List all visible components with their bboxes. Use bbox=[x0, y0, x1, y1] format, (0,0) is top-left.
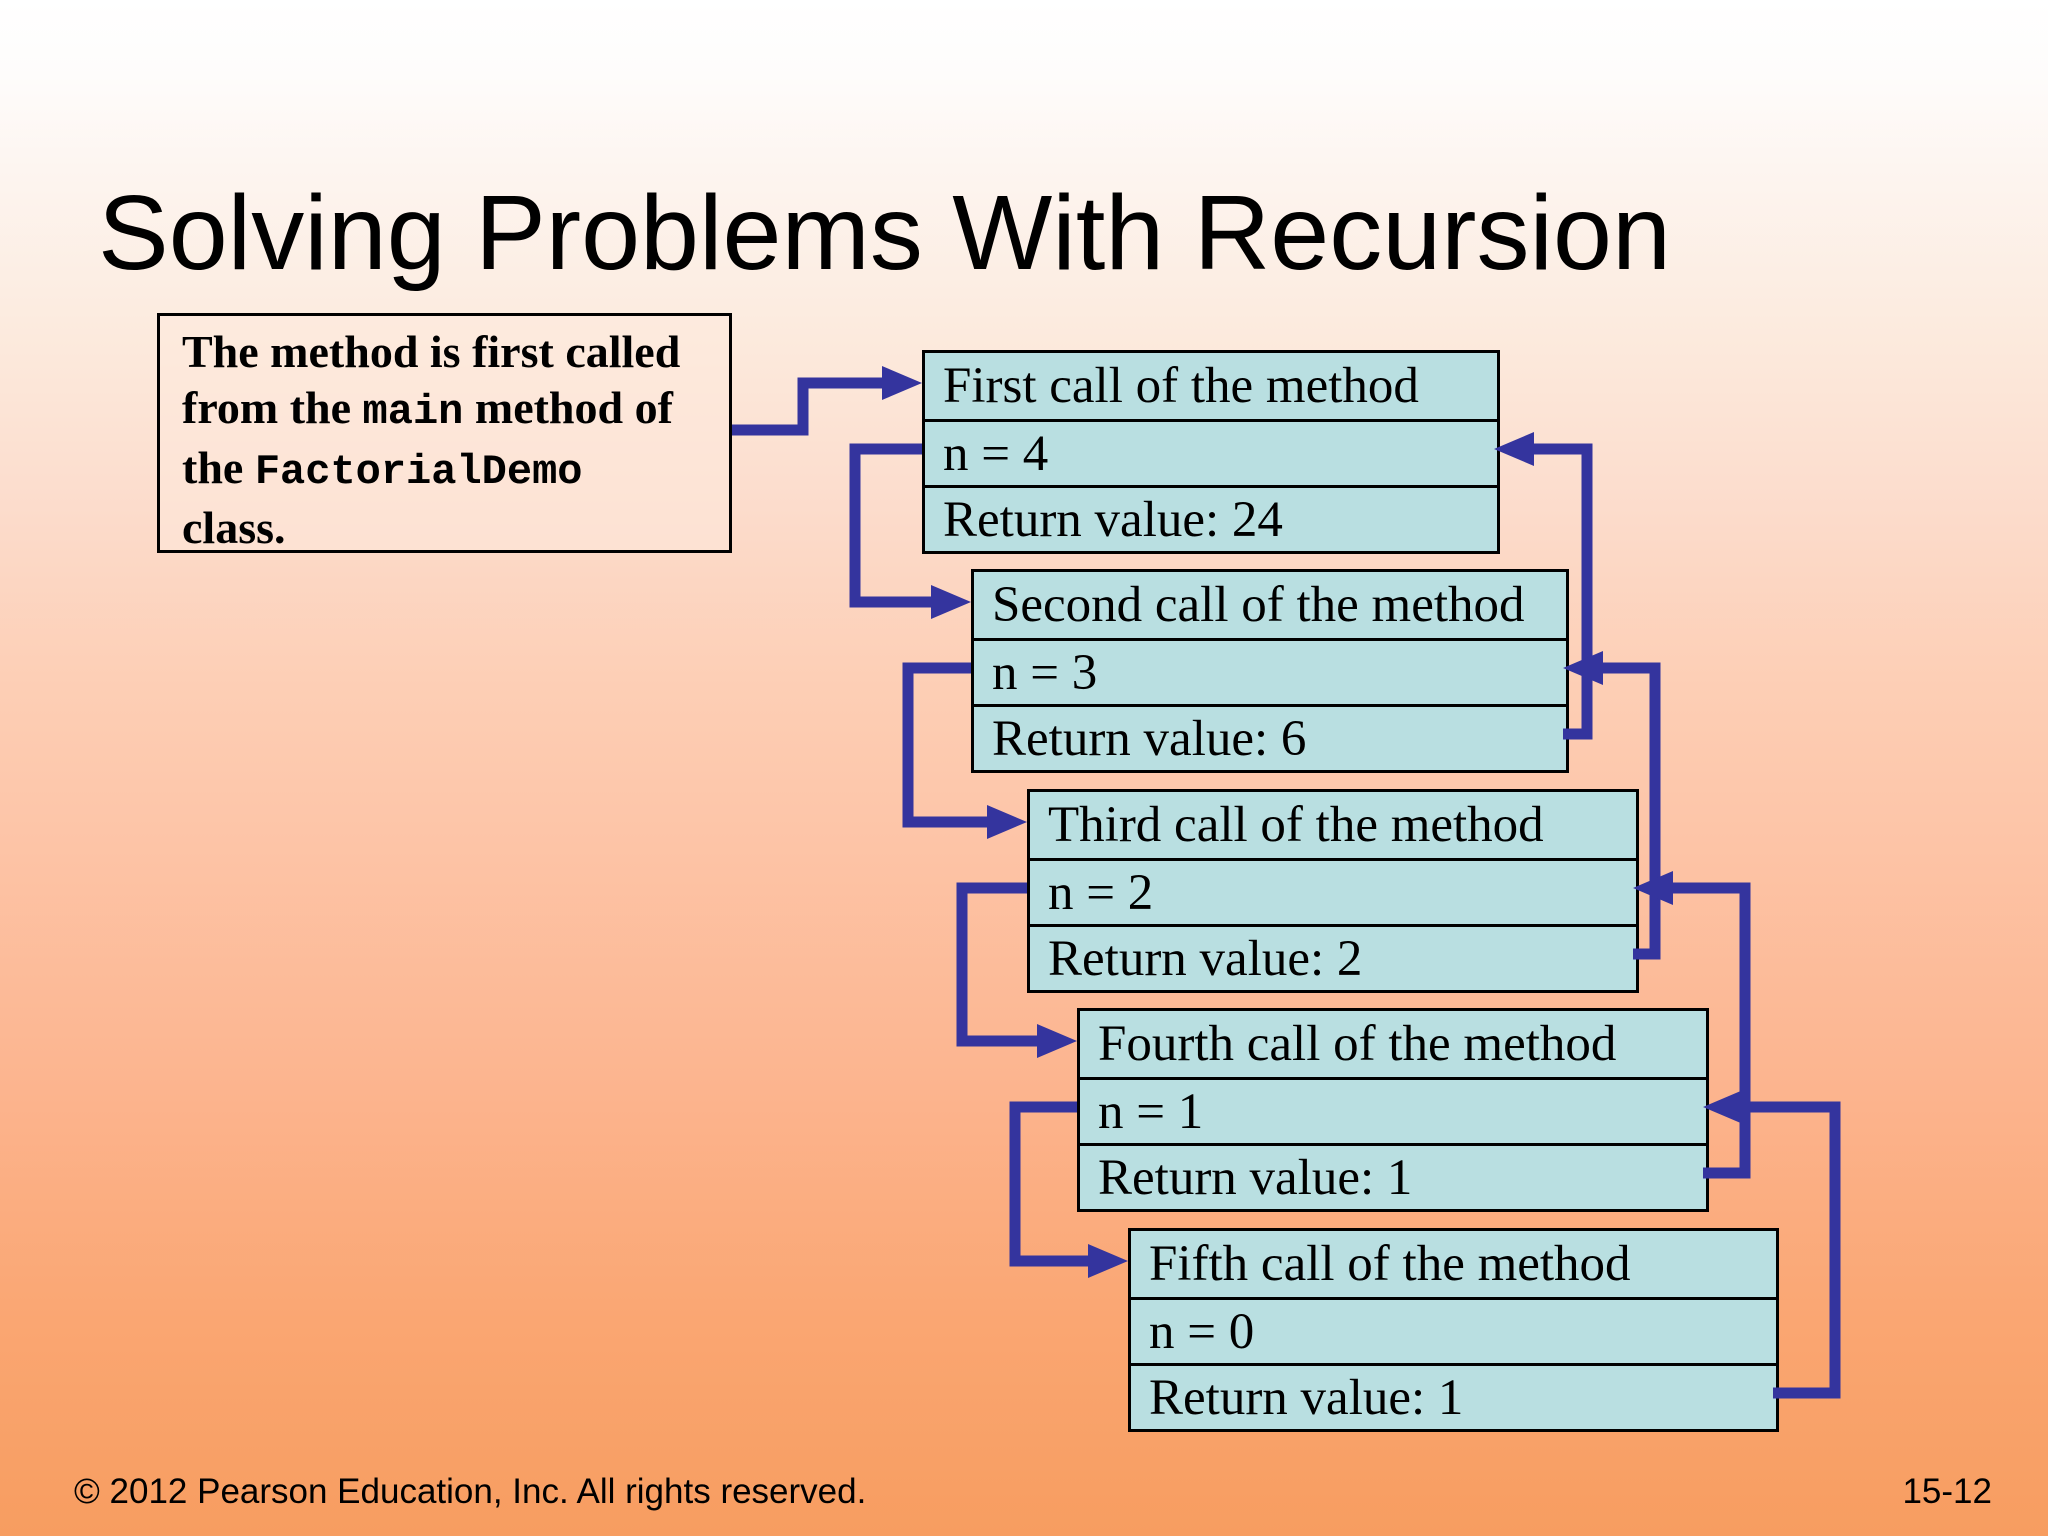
callout-line: the FactorialDemo bbox=[182, 440, 729, 500]
call-box-second: Second call of the method n = 3 Return v… bbox=[971, 569, 1569, 773]
call-box-third: Third call of the method n = 2 Return va… bbox=[1027, 789, 1639, 993]
arrowhead-right-icon bbox=[1037, 1024, 1077, 1058]
callout-line: class. bbox=[182, 500, 729, 556]
call-box-first: First call of the method n = 4 Return va… bbox=[922, 350, 1500, 554]
call-box-return: Return value: 1 bbox=[1080, 1143, 1706, 1209]
call-box-fourth: Fourth call of the method n = 1 Return v… bbox=[1077, 1008, 1709, 1212]
arrowhead-left-icon bbox=[1563, 651, 1603, 685]
call-box-title: Second call of the method bbox=[992, 577, 1525, 633]
call-box-title: First call of the method bbox=[943, 358, 1419, 414]
call-box-fifth: Fifth call of the method n = 0 Return va… bbox=[1128, 1228, 1779, 1432]
page-title: Solving Problems With Recursion bbox=[98, 174, 1671, 292]
page-number: 15-12 bbox=[1902, 1472, 1992, 1511]
call-box-param: n = 3 bbox=[974, 638, 1566, 704]
callout-line: The method is first called bbox=[182, 324, 729, 380]
arrowhead-left-icon bbox=[1703, 1090, 1743, 1124]
arrowhead-left-icon bbox=[1633, 871, 1673, 905]
call-box-return: Return value: 2 bbox=[1030, 924, 1636, 990]
callout-line: from the main method of bbox=[182, 380, 729, 440]
arrowhead-right-icon bbox=[931, 585, 971, 619]
call-box-return: Return value: 1 bbox=[1131, 1363, 1776, 1429]
call-box-return: Return value: 6 bbox=[974, 704, 1566, 770]
callout-text: from the bbox=[182, 382, 363, 433]
call-box-param: n = 2 bbox=[1030, 858, 1636, 924]
callout-text: method of bbox=[463, 382, 673, 433]
arrowhead-left-icon bbox=[1494, 432, 1534, 466]
callout-code-text: main bbox=[362, 388, 464, 436]
callout-text: class. bbox=[182, 502, 286, 553]
callout-code-text: FactorialDemo bbox=[254, 448, 583, 496]
call-box-title: Fourth call of the method bbox=[1098, 1016, 1617, 1072]
call-box-param: n = 0 bbox=[1131, 1297, 1776, 1363]
arrowhead-right-icon bbox=[1088, 1244, 1128, 1278]
call-box-param: n = 1 bbox=[1080, 1077, 1706, 1143]
callout-text: The method is first called bbox=[182, 326, 681, 377]
call-box-return: Return value: 24 bbox=[925, 485, 1497, 551]
arrowhead-right-icon bbox=[987, 805, 1027, 839]
arrowhead-right-icon bbox=[882, 366, 922, 400]
copyright-text: © 2012 Pearson Education, Inc. All right… bbox=[74, 1472, 867, 1511]
callout-text: the bbox=[182, 442, 255, 493]
call-arrow-main-to-first bbox=[732, 366, 922, 436]
call-box-param: n = 4 bbox=[925, 419, 1497, 485]
call-box-title: Third call of the method bbox=[1048, 797, 1544, 853]
call-box-title: Fifth call of the method bbox=[1149, 1236, 1631, 1292]
